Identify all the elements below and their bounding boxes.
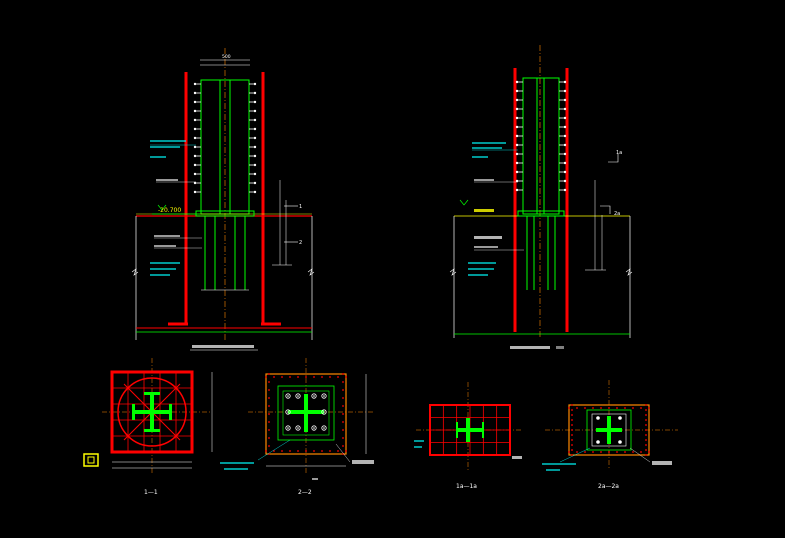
section-title-1-1: 1—1 bbox=[144, 489, 158, 496]
section-title-2-2: 2—2 bbox=[298, 489, 312, 496]
section-1-1: 1—1 bbox=[83, 358, 213, 496]
view-title-left bbox=[192, 345, 254, 348]
pile-cap-outline bbox=[265, 373, 347, 455]
h-column-flange bbox=[132, 410, 172, 414]
annotation-leaders bbox=[150, 140, 202, 276]
section-title-2a-2a: 2a—2a bbox=[598, 483, 619, 490]
section-1a-1a: 1a—1a bbox=[414, 382, 522, 490]
section-marker-1a: 1a bbox=[616, 150, 622, 156]
section-marker-1: 1 bbox=[299, 204, 302, 210]
left-elevation: 500 bbox=[131, 48, 315, 351]
rebar-dots-2a bbox=[568, 404, 650, 456]
annotation-leaders-right bbox=[459, 142, 524, 276]
shear-studs-right-r bbox=[559, 80, 567, 192]
elevation-marker: -20.700 bbox=[152, 204, 200, 215]
base-plate bbox=[195, 210, 255, 217]
legend-symbol bbox=[83, 453, 99, 467]
section-marker-2a: 2a bbox=[614, 211, 620, 217]
section-2a-2a: 2a—2a bbox=[542, 380, 678, 490]
anchor-bolt-holes bbox=[285, 393, 327, 431]
rebar-dots bbox=[265, 373, 347, 455]
pile-cap-outline-2a bbox=[568, 404, 650, 456]
steel-column-right bbox=[522, 77, 560, 215]
section-marker-2: 2 bbox=[299, 240, 302, 246]
spiral-ring bbox=[117, 377, 187, 447]
svg-text:-20.700: -20.700 bbox=[158, 207, 181, 214]
view-title-right bbox=[510, 346, 550, 349]
section-title-1a-1a: 1a—1a bbox=[456, 483, 477, 490]
casing-square bbox=[110, 370, 194, 454]
right-elevation: 1a 2a bbox=[449, 45, 633, 349]
top-dimension: 500 bbox=[200, 54, 250, 66]
anchor-bolts-right bbox=[526, 216, 556, 290]
shear-studs-left bbox=[193, 82, 201, 194]
anchor-bolts bbox=[201, 216, 249, 291]
section-2-2: 2—2 bbox=[220, 358, 375, 496]
shear-studs-left-r bbox=[515, 80, 523, 192]
base-plate-outline bbox=[277, 385, 335, 441]
svg-text:500: 500 bbox=[222, 54, 231, 60]
shear-studs-right bbox=[249, 82, 257, 194]
